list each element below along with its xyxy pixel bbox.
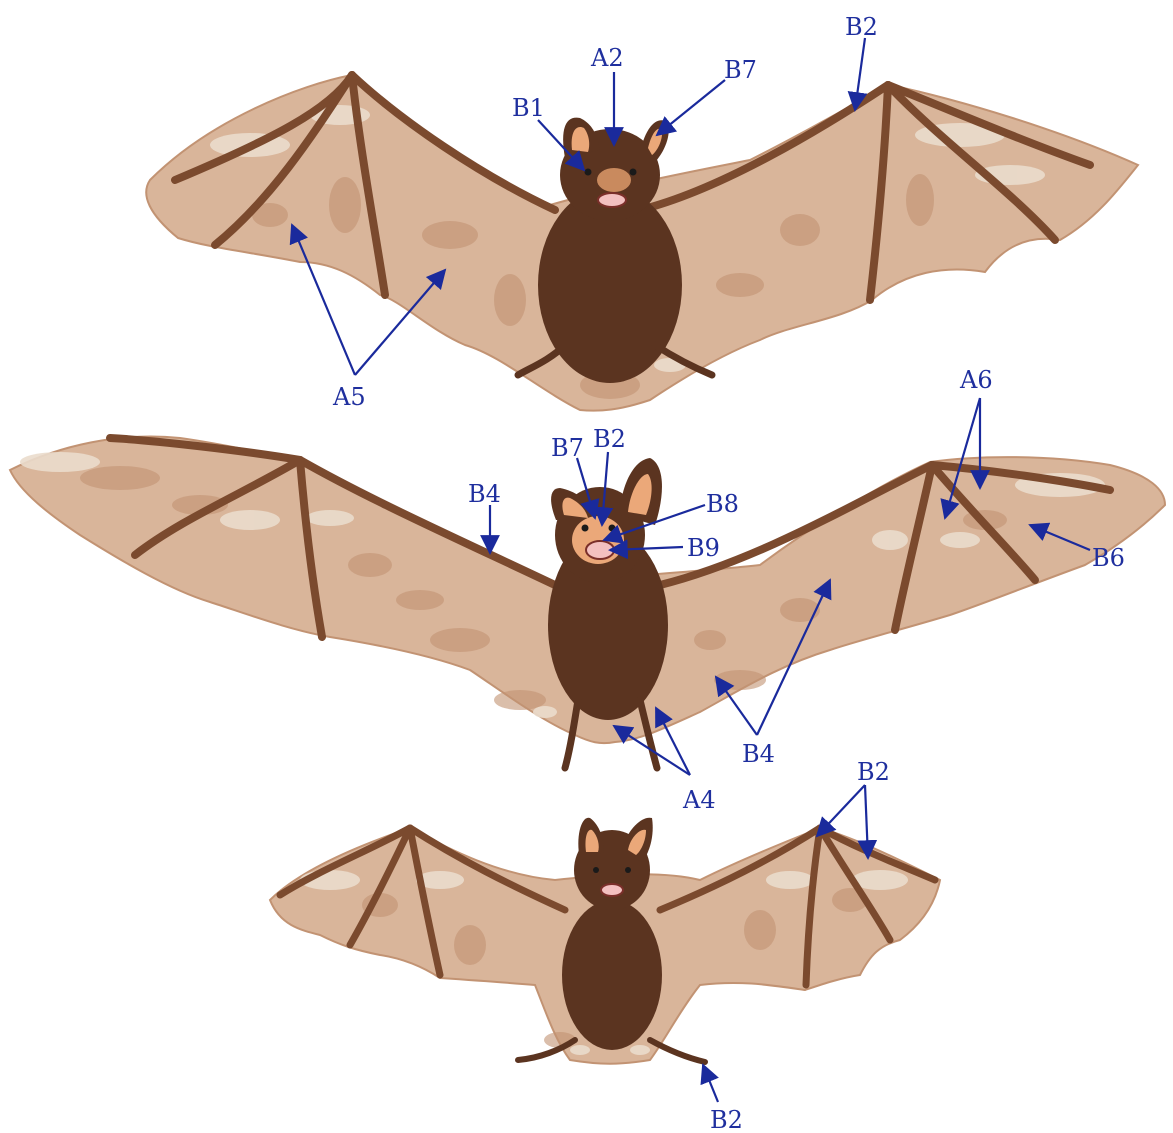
label-top-a5: A5 xyxy=(332,383,366,411)
label-top-b1: B1 xyxy=(512,94,545,122)
label-top-a2: A2 xyxy=(590,44,624,72)
bat-top-eye-left xyxy=(585,169,592,176)
label-middle-b7: B7 xyxy=(551,434,584,462)
label-middle-b4-left: B4 xyxy=(468,480,501,508)
label-middle-b8: B8 xyxy=(706,490,739,518)
bat-top-nose xyxy=(597,168,631,192)
bat-bottom xyxy=(270,818,940,1064)
arrow-top-b7 xyxy=(657,80,725,135)
label-bottom-b2-wing: B2 xyxy=(857,758,890,786)
bat-bottom-eye-right xyxy=(625,867,631,873)
bat-middle-eye-left xyxy=(582,525,589,532)
label-top-b2: B2 xyxy=(845,13,878,41)
label-middle-b4-bottom: B4 xyxy=(742,740,775,768)
bat-bottom-body xyxy=(562,900,662,1050)
bat-bottom-mouth xyxy=(601,884,623,896)
bat-top-mouth xyxy=(598,193,626,207)
arrow-bottom-b2-foot xyxy=(703,1065,718,1102)
bat-top-eye-right xyxy=(630,169,637,176)
label-middle-b9: B9 xyxy=(687,534,720,562)
label-top-b7: B7 xyxy=(724,56,757,84)
bat-middle-mouth xyxy=(586,541,614,559)
arrow-bottom-b2-a xyxy=(817,785,865,836)
label-middle-b2: B2 xyxy=(593,425,626,453)
bat-middle-eye-right xyxy=(609,525,616,532)
label-middle-a6: A6 xyxy=(959,366,993,394)
bat-bottom-eye-left xyxy=(593,867,599,873)
bat-top xyxy=(146,75,1138,411)
label-bottom-b2-foot: B2 xyxy=(710,1106,743,1133)
label-middle-b6: B6 xyxy=(1092,544,1125,572)
label-middle-a4: A4 xyxy=(682,786,716,814)
bat-middle xyxy=(10,437,1165,768)
